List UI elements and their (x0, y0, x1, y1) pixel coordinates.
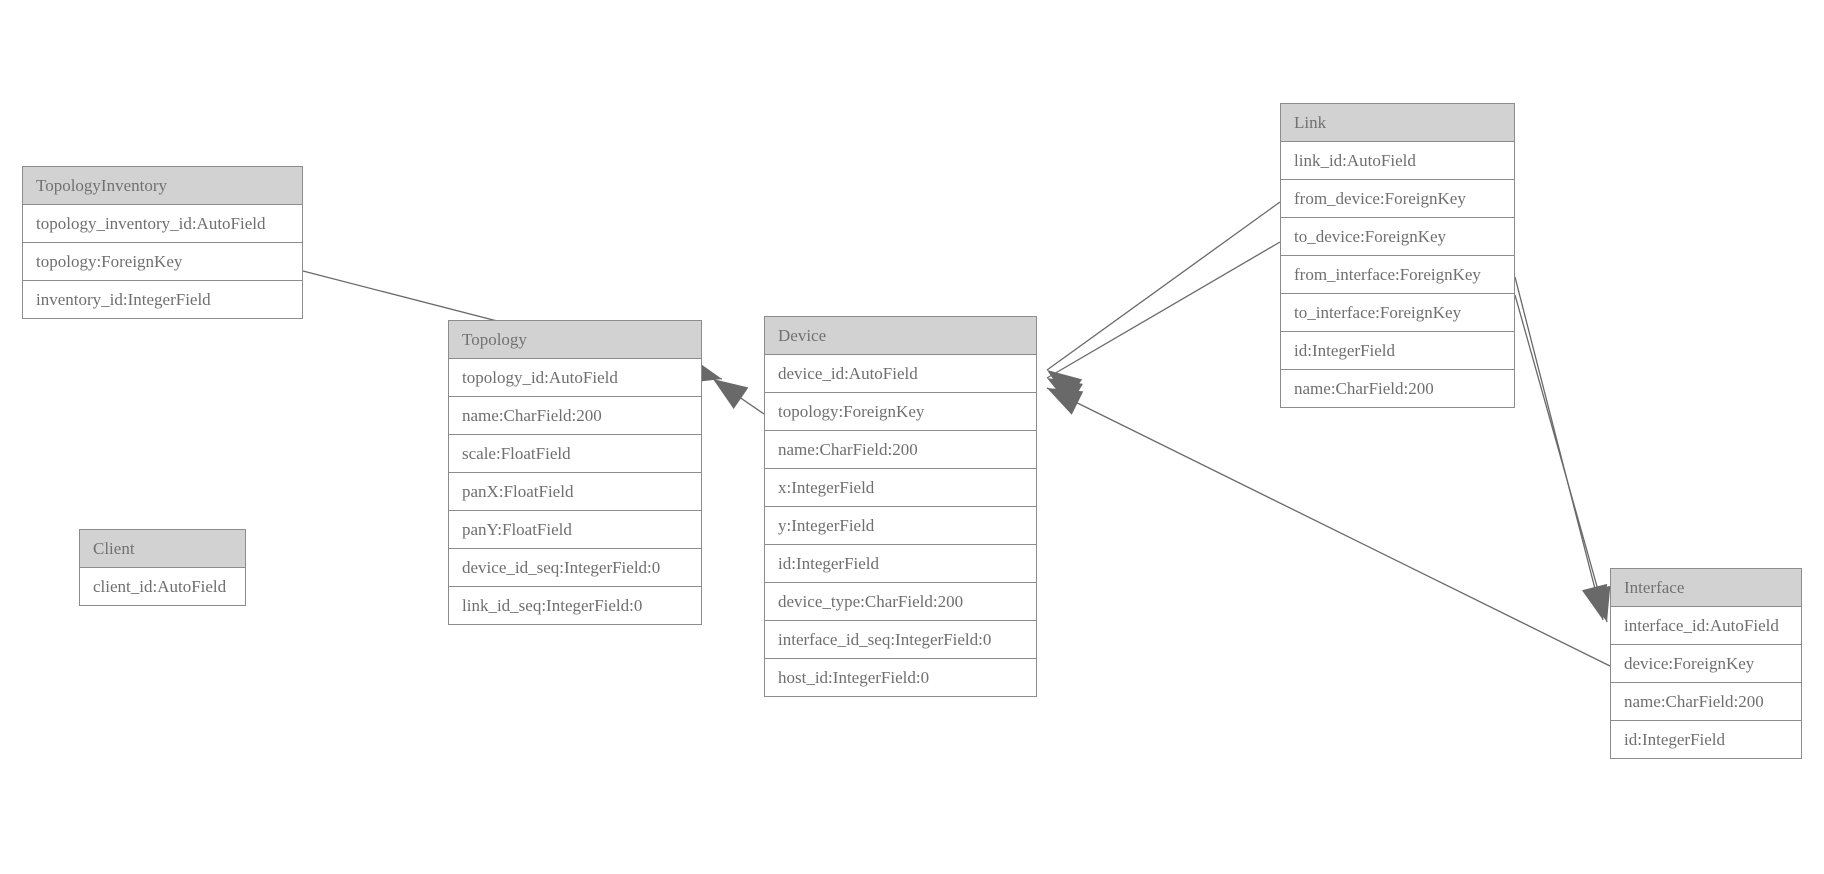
entity-fields-client: client_id:AutoField (79, 568, 246, 606)
entity-field[interactable]: to_device:ForeignKey (1281, 217, 1514, 255)
relationship-arrowhead (713, 379, 749, 409)
entity-title-interface: Interface (1610, 568, 1802, 607)
entity-field[interactable]: topology:ForeignKey (23, 242, 302, 280)
rel-interface-device (1046, 387, 1611, 667)
entity-field[interactable]: device_id_seq:IntegerField:0 (449, 548, 701, 586)
relationship-line (1514, 294, 1608, 623)
entity-field[interactable]: name:CharField:200 (1281, 369, 1514, 407)
entity-field[interactable]: y:IntegerField (765, 506, 1036, 544)
entity-field[interactable]: topology:ForeignKey (765, 392, 1036, 430)
relationship-line (1046, 201, 1281, 371)
entity-field[interactable]: id:IntegerField (1281, 331, 1514, 369)
entity-field[interactable]: inventory_id:IntegerField (23, 280, 302, 318)
entity-title-topology: Topology (448, 320, 702, 359)
entity-field[interactable]: host_id:IntegerField:0 (765, 658, 1036, 696)
rel-link-tointerface-interface (1514, 294, 1611, 623)
rel-link-fromdevice-device (1046, 201, 1281, 401)
entity-field[interactable]: to_interface:ForeignKey (1281, 293, 1514, 331)
entity-title-topology_inventory: TopologyInventory (22, 166, 303, 205)
entity-field[interactable]: client_id:AutoField (80, 568, 245, 605)
entity-field[interactable]: name:CharField:200 (765, 430, 1036, 468)
entity-field[interactable]: interface_id_seq:IntegerField:0 (765, 620, 1036, 658)
rel-link-frominterface-interface (1514, 276, 1608, 621)
relationship-line (712, 378, 765, 415)
entity-title-client: Client (79, 529, 246, 568)
relationship-arrowhead (1047, 378, 1083, 407)
entity-field[interactable]: panY:FloatField (449, 510, 701, 548)
relationship-line (1046, 387, 1611, 667)
entity-field[interactable]: topology_inventory_id:AutoField (23, 205, 302, 242)
entity-title-link: Link (1280, 103, 1515, 142)
entity-field[interactable]: name:CharField:200 (1611, 682, 1801, 720)
entity-field[interactable]: name:CharField:200 (449, 396, 701, 434)
entity-field[interactable]: device_id:AutoField (765, 355, 1036, 392)
relationship-line (1514, 276, 1604, 621)
rel-device-topology (712, 378, 765, 415)
entity-field[interactable]: from_device:ForeignKey (1281, 179, 1514, 217)
entity-field[interactable]: device_type:CharField:200 (765, 582, 1036, 620)
entity-field[interactable]: device:ForeignKey (1611, 644, 1801, 682)
relationship-arrowhead (1047, 388, 1084, 415)
relationship-arrowhead (1047, 370, 1083, 401)
entity-field[interactable]: x:IntegerField (765, 468, 1036, 506)
entity-field[interactable]: interface_id:AutoField (1611, 607, 1801, 644)
relationship-line (1046, 241, 1281, 379)
entity-field[interactable]: panX:FloatField (449, 472, 701, 510)
entity-field[interactable]: link_id:AutoField (1281, 142, 1514, 179)
entity-field[interactable]: from_interface:ForeignKey (1281, 255, 1514, 293)
entity-field[interactable]: scale:FloatField (449, 434, 701, 472)
entity-field[interactable]: link_id_seq:IntegerField:0 (449, 586, 701, 624)
entity-field[interactable]: topology_id:AutoField (449, 359, 701, 396)
rel-link-todevice-device (1046, 241, 1281, 407)
entity-field[interactable]: id:IntegerField (765, 544, 1036, 582)
entity-title-device: Device (764, 316, 1037, 355)
entity-field[interactable]: id:IntegerField (1611, 720, 1801, 758)
